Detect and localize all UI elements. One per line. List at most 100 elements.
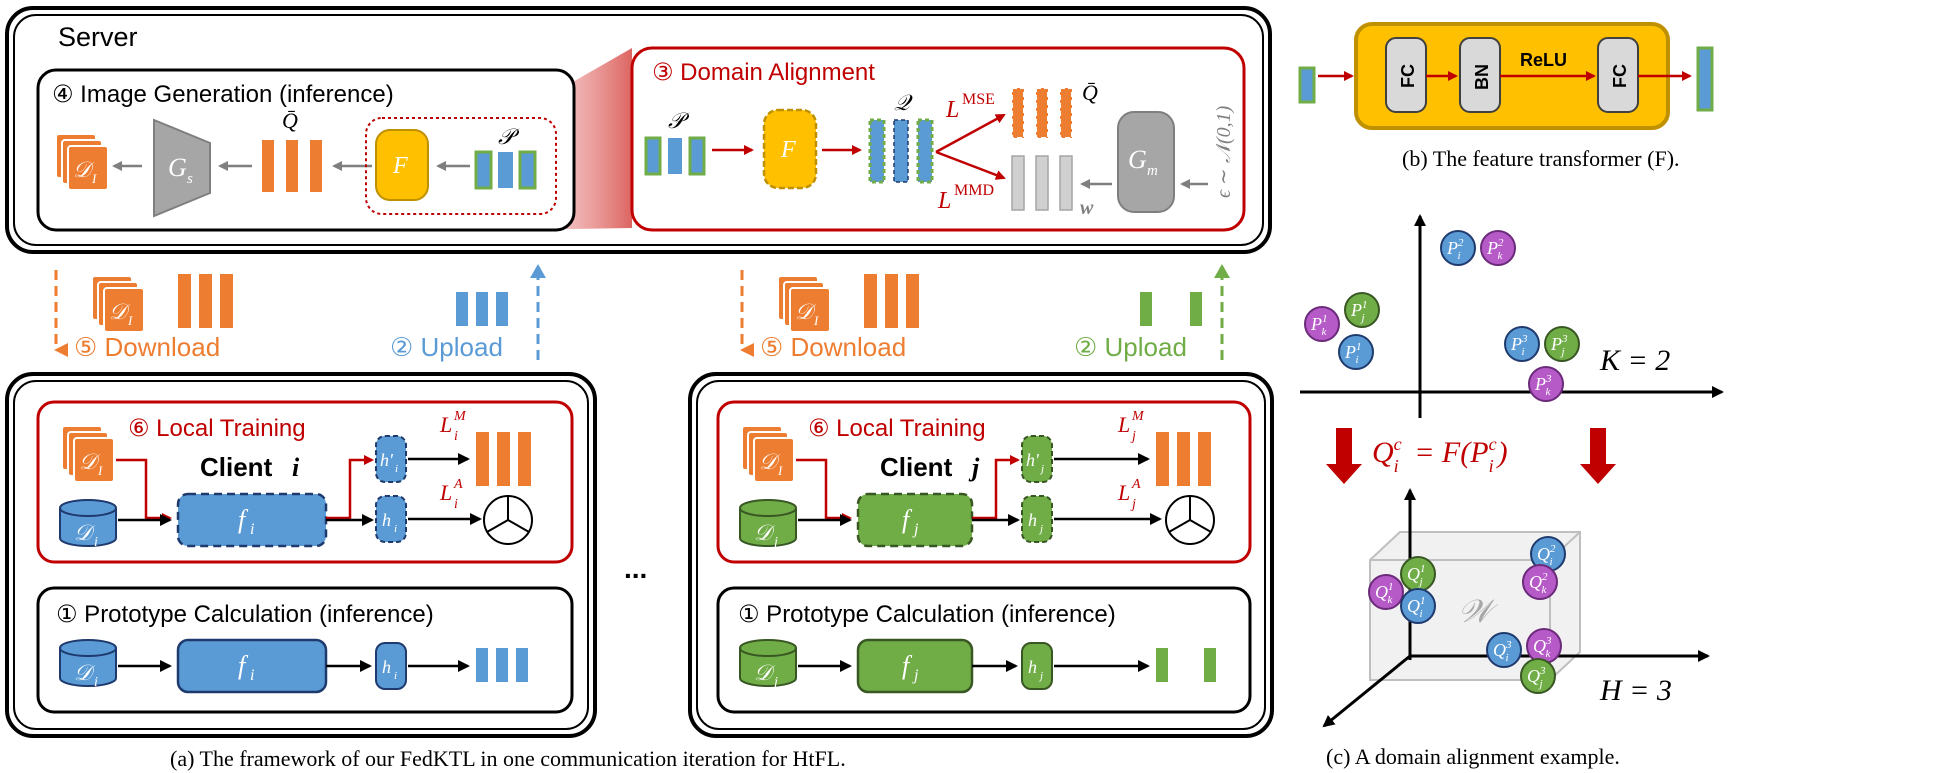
svg-text:f: f — [238, 651, 249, 680]
svg-text:j: j — [1130, 429, 1136, 444]
client-j-pie-icon — [1165, 495, 1215, 545]
client-i-head: h i — [375, 495, 407, 543]
client-i-model-f-2: f i — [176, 638, 328, 694]
svg-text:h': h' — [380, 450, 394, 470]
svg-text:j: j — [1038, 523, 1043, 535]
p-point-ball — [1504, 326, 1540, 362]
svg-text:i: i — [250, 667, 254, 684]
svg-text:i: i — [94, 535, 98, 550]
noise-label: ϵ ∼ 𝒩(0,1) — [1213, 105, 1235, 198]
svg-text:j: j — [912, 521, 919, 538]
client-i-panel: ⑥ Local Training Client i 𝒟 I 𝒟 i f i h' — [5, 372, 597, 738]
svg-text:h: h — [1028, 510, 1037, 530]
da-w-bars: w — [1011, 155, 1094, 219]
da-qbar-bars: Q̄ — [1011, 80, 1098, 139]
svg-text:h: h — [382, 510, 391, 530]
ellipsis: ... — [624, 553, 647, 584]
client-i-model-f: f i — [176, 492, 328, 548]
svg-text:j: j — [772, 535, 778, 550]
svg-text:𝒬: 𝒬 — [894, 90, 913, 115]
upload-label-j: ② Upload — [1074, 332, 1187, 362]
svg-text:h: h — [382, 657, 391, 677]
feature-transformer-f: F — [375, 129, 429, 201]
svg-text:h': h' — [1026, 450, 1040, 470]
caption-c: (c) A domain alignment example. — [1326, 744, 1620, 769]
client-i-local-data-icon-2: 𝒟 i — [59, 639, 117, 690]
svg-text:j: j — [1130, 497, 1136, 512]
client-j-head: h j — [1021, 495, 1053, 543]
client-j-head-prime: h' j — [1021, 435, 1053, 483]
svg-text:F: F — [780, 137, 796, 163]
caption-a: (a) The framework of our FedKTL in one c… — [170, 746, 846, 771]
client-j-model-f-2: f j — [856, 638, 974, 694]
download-label: ⑤ Download — [74, 332, 220, 362]
download-label-j: ⑤ Download — [760, 332, 906, 362]
svg-text:i: i — [454, 497, 458, 512]
q-point-ball — [1522, 564, 1558, 600]
svg-text:A: A — [1131, 477, 1141, 492]
caption-b: (b) The feature transformer (F). — [1402, 146, 1680, 171]
svg-text:𝒟: 𝒟 — [74, 520, 96, 545]
q-point-ball — [1368, 574, 1404, 610]
server-title: Server — [58, 22, 138, 52]
local-training-title-i: ⑥ Local Training — [128, 415, 306, 442]
svg-text:j: j — [1039, 463, 1044, 475]
p-point-ball — [1338, 334, 1374, 370]
l-mmd-sup: MMD — [954, 182, 994, 199]
svg-text:Q̄: Q̄ — [282, 108, 298, 133]
svg-text:L: L — [937, 188, 951, 214]
svg-text:f: f — [238, 505, 249, 534]
upload-label: ② Upload — [390, 332, 503, 362]
fc1-block: FC — [1385, 37, 1427, 113]
svg-text:j: j — [1038, 670, 1043, 682]
client-j-panel: ⑥ Local Training Client j 𝒟 I 𝒟 j f j h' — [688, 372, 1274, 738]
svg-text:i: i — [454, 429, 458, 444]
svg-text:L: L — [945, 97, 959, 123]
svg-text:𝒟: 𝒟 — [109, 299, 131, 324]
prototype-bars: 𝒫 — [474, 124, 537, 190]
svg-text:f: f — [902, 651, 913, 680]
transfer-left: 𝒟 I ⑤ Download ② Upload — [54, 264, 546, 362]
prototype-calc-title-j: ① Prototype Calculation (inference) — [738, 601, 1116, 628]
client-j-dataset-stack: 𝒟 I — [741, 425, 795, 483]
p-point-ball — [1304, 306, 1340, 342]
svg-text:I: I — [97, 463, 103, 478]
client-i-head-2: h i — [375, 642, 407, 690]
svg-text:L: L — [1117, 480, 1130, 505]
h-label: H = 3 — [1599, 674, 1672, 707]
p-point-ball — [1344, 292, 1380, 328]
client-id-i: i — [292, 453, 300, 482]
svg-text:I: I — [127, 313, 133, 328]
da-q-bars: 𝒬 — [868, 90, 934, 184]
down-arrow-right — [1580, 428, 1616, 484]
l-mse-sup: MSE — [962, 91, 995, 108]
dataset-stack-icon: 𝒟 I — [55, 133, 109, 191]
svg-text:Q̄: Q̄ — [1082, 80, 1098, 105]
svg-text:i: i — [94, 675, 98, 690]
p-point-ball — [1528, 366, 1564, 402]
q-point-ball — [1520, 658, 1556, 694]
client-j-model-f: f j — [856, 492, 974, 548]
p-point-ball — [1480, 230, 1516, 266]
domain-alignment-title: ③ Domain Alignment — [652, 59, 875, 86]
svg-text:𝒟: 𝒟 — [79, 449, 101, 474]
p-point-ball — [1440, 230, 1476, 266]
svg-text:j: j — [772, 675, 778, 690]
svg-text:𝒟: 𝒟 — [795, 299, 817, 324]
